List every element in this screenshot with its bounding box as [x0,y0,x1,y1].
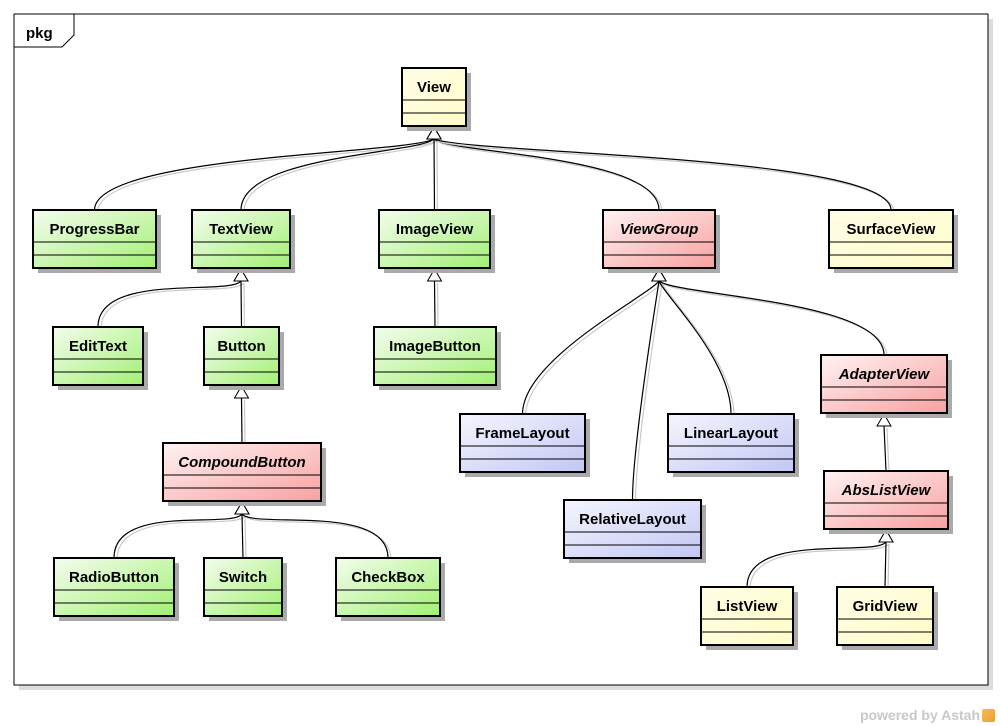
generalization-arrowhead-icon [234,501,250,515]
class-view[interactable]: View [401,67,471,131]
class-box [191,209,291,269]
class-checkbox[interactable]: CheckBox [335,557,445,621]
class-viewgroup[interactable]: ViewGroup [602,209,720,273]
footer-text: powered by Astah [859,707,980,723]
package-label: pkg [26,25,53,42]
class-imagebutton[interactable]: ImageButton [373,326,501,390]
class-linearlayout[interactable]: LinearLayout [667,413,799,477]
class-box [823,470,949,530]
class-name-viewgroup: ViewGroup [620,221,699,238]
class-imageview[interactable]: ImageView [378,209,495,273]
generalization-gridview-to-abslistview [878,529,894,590]
class-surfaceview[interactable]: SurfaceView [828,209,958,273]
class-adapterview[interactable]: AdapterView [820,354,952,418]
class-name-compoundbutton: CompoundButton [178,454,305,471]
generalization-abslistview-to-adapterview [876,413,892,474]
class-gridview[interactable]: GridView [836,586,938,650]
class-name-listview: ListView [717,598,778,615]
footer: powered by Astah [860,707,995,723]
class-name-relativelayout: RelativeLayout [579,511,686,528]
class-name-framelayout: FrameLayout [475,425,569,442]
class-name-abslistview: AbsListView [841,482,932,499]
class-box [52,326,144,386]
class-box [602,209,716,269]
class-box [53,557,175,617]
class-relativelayout[interactable]: RelativeLayout [563,499,706,563]
generalization-surfaceview-to-view [426,126,895,213]
class-listview[interactable]: ListView [700,586,798,650]
class-name-linearlayout: LinearLayout [684,425,778,442]
class-compoundbutton[interactable]: CompoundButton [162,442,326,506]
class-name-imagebutton: ImageButton [389,338,481,355]
astah-logo-icon [982,708,995,722]
class-textview[interactable]: TextView [191,209,295,273]
generalization-button-to-textview [233,268,249,330]
generalization-imagebutton-to-imageview [426,268,443,330]
class-box [378,209,491,269]
class-box [162,442,322,502]
class-abslistview[interactable]: AbsListView [823,470,953,534]
class-box [820,354,948,414]
class-radiobutton[interactable]: RadioButton [53,557,179,621]
class-box [700,586,794,646]
class-box [335,557,441,617]
class-name-textview: TextView [209,221,273,238]
generalization-checkbox-to-compoundbutton [234,501,392,561]
class-progressbar[interactable]: ProgressBar [32,209,161,273]
generalization-arrowhead-icon [426,268,443,282]
generalization-edges [93,126,895,590]
class-name-switch: Switch [219,569,267,586]
class-box [203,557,283,617]
class-box [203,326,280,386]
class-button[interactable]: Button [203,326,284,390]
class-name-edittext: EditText [69,338,127,355]
class-name-imageview: ImageView [396,221,474,238]
generalization-compoundbutton-to-button [233,385,250,446]
class-box [667,413,795,473]
class-name-button: Button [217,338,265,355]
generalization-arrowhead-icon [426,126,442,140]
generalization-arrowhead-icon [233,385,250,399]
class-name-surfaceview: SurfaceView [847,221,936,238]
class-box [563,499,702,559]
class-box [459,413,586,473]
class-name-adapterview: AdapterView [838,366,931,383]
class-name-gridview: GridView [853,598,918,615]
generalization-arrowhead-icon [233,268,249,282]
class-box [373,326,497,386]
class-box [836,586,934,646]
class-box [828,209,954,269]
generalization-adapterview-to-viewgroup [651,268,888,358]
class-name-view: View [417,79,451,96]
generalization-arrowhead-icon [651,268,667,282]
class-name-checkbox: CheckBox [351,569,425,586]
class-switch[interactable]: Switch [203,557,287,621]
generalization-arrowhead-icon [876,413,892,427]
class-box [401,67,467,127]
class-name-radiobutton: RadioButton [69,569,159,586]
class-box [32,209,157,269]
generalization-arrowhead-icon [878,529,894,543]
class-framelayout[interactable]: FrameLayout [459,413,590,477]
class-edittext[interactable]: EditText [52,326,148,390]
class-name-progressbar: ProgressBar [49,221,139,238]
